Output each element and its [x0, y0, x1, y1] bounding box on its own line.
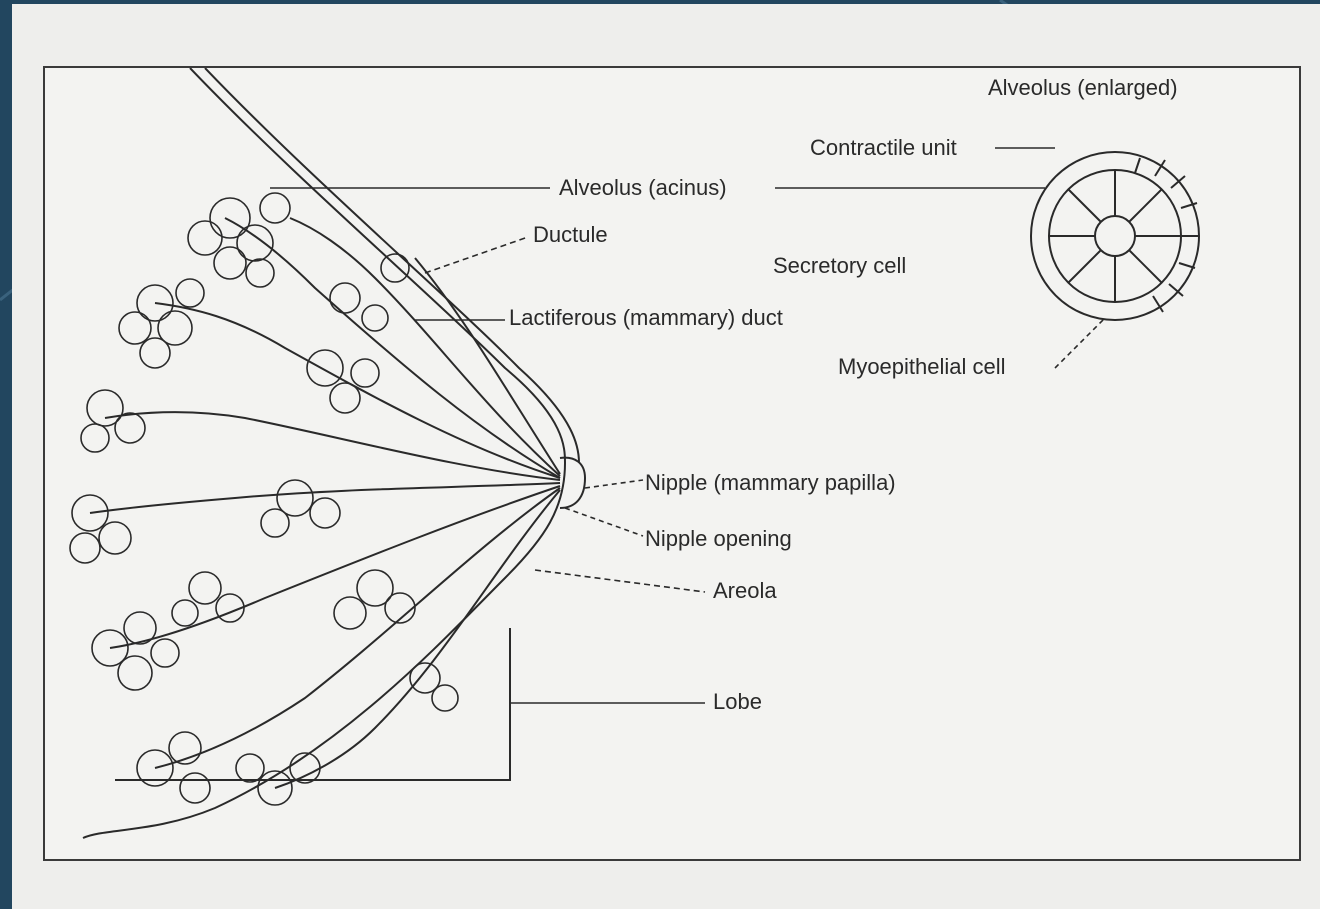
book-page: ▆▆▆ ▆▆▆▆▆▆ ▆▆▆▆▆ ▆▆▆▆ ▆▆▆ ▆▆▆▆▆▆ ▆▆▆▆▆▆ … — [12, 4, 1320, 909]
label-lactiferous-duct: Lactiferous (mammary) duct — [509, 306, 783, 330]
label-myoepithelial-cell: Myoepithelial cell — [838, 355, 1006, 379]
label-nipple: Nipple (mammary papilla) — [645, 471, 896, 495]
alveolus-enlarged-drawing — [1031, 152, 1199, 320]
lobe-bracket — [115, 628, 510, 780]
lobule-clusters — [70, 193, 458, 805]
label-lobe: Lobe — [713, 690, 762, 714]
label-nipple-opening: Nipple opening — [645, 527, 792, 551]
label-alveolus-acinus: Alveolus (acinus) — [559, 176, 727, 200]
anatomy-figure: Alveolus (enlarged) Contractile unit Alv… — [43, 66, 1301, 861]
label-contractile-unit: Contractile unit — [810, 136, 957, 160]
label-ductule: Ductule — [533, 223, 608, 247]
label-secretory-cell: Secretory cell — [773, 254, 906, 278]
label-alveolus-enlarged: Alveolus (enlarged) — [988, 76, 1178, 100]
leader-lines — [270, 148, 1105, 703]
label-areola: Areola — [713, 579, 777, 603]
